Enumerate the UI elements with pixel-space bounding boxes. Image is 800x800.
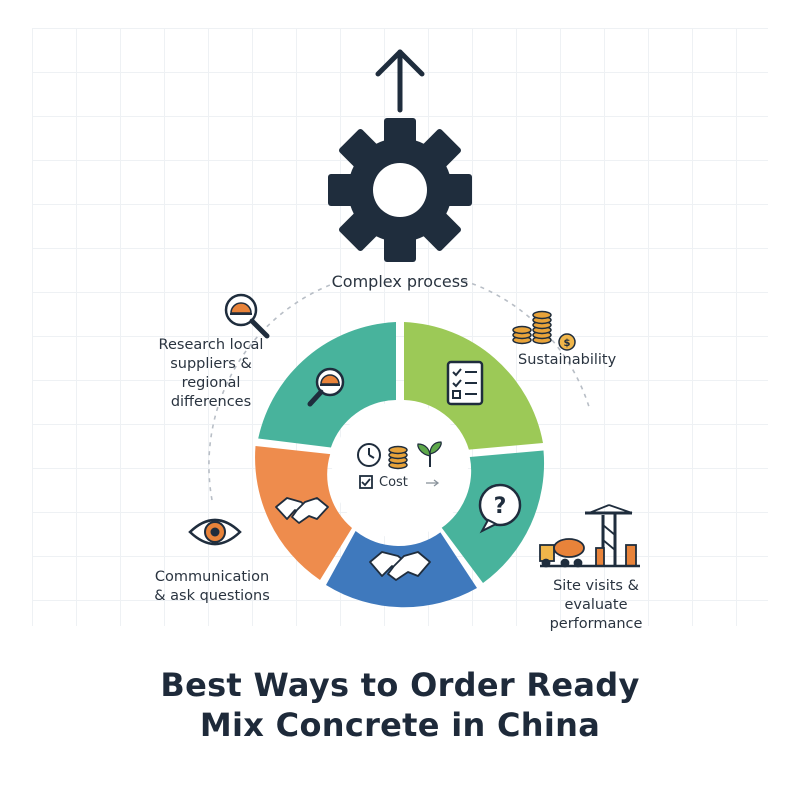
up-arrow-icon [375, 49, 425, 113]
plant-icon [417, 441, 442, 467]
label-site-visits: Site visits & evaluate performance [549, 578, 643, 632]
handshake-icon [369, 551, 431, 581]
dollar-coin-icon: $ [558, 333, 576, 351]
checklist-icon [446, 360, 484, 406]
helmet-magnifier-icon [307, 367, 345, 407]
arrow-right-icon [426, 479, 440, 487]
dashed-ring [208, 277, 591, 501]
label-communication: Communication & ask questions [154, 569, 270, 604]
crane-truck-icon [539, 504, 640, 568]
helmet-magnifier-icon [224, 293, 270, 339]
gear-icon [328, 118, 472, 262]
svg-text:$: $ [564, 338, 571, 349]
question-bubble-icon: ? [478, 483, 522, 534]
coins-icon [388, 445, 408, 470]
label-sustainability: Sustainability [518, 352, 617, 368]
center-title: Complex process [331, 272, 469, 291]
checkbox-icon [359, 475, 373, 489]
page-title-line2: Mix Concrete in China [199, 706, 601, 744]
svg-text:?: ? [494, 494, 507, 519]
cost-label: Cost [379, 475, 408, 490]
clock-icon [357, 443, 381, 467]
handshake-icon [275, 497, 329, 524]
eye-icon [188, 518, 242, 546]
label-research: Research local suppliers & regional diff… [158, 337, 264, 410]
page-title-line1: Best Ways to Order Ready [160, 666, 640, 704]
coin-stack-icon [512, 310, 552, 345]
